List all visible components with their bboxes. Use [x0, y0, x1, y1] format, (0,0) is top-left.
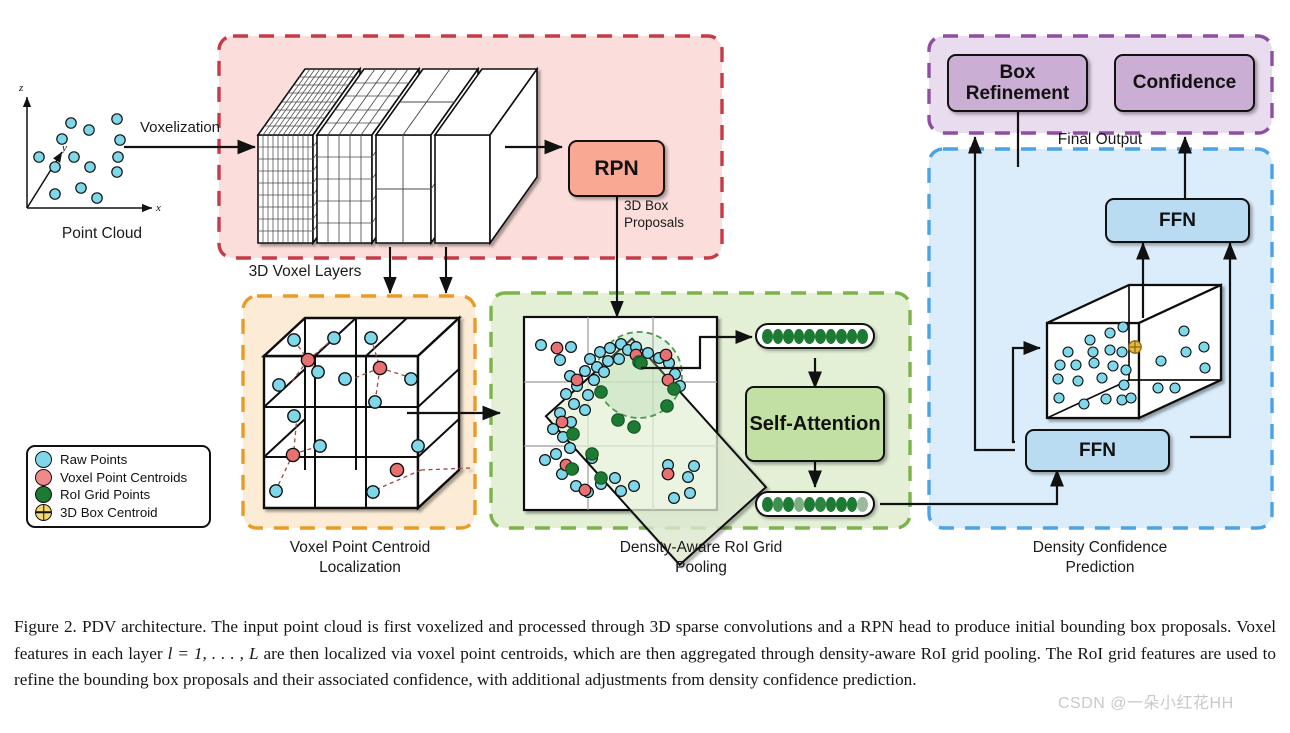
- grid-feature-vector-dot-6: [825, 328, 837, 344]
- arrow-ffn-bottom-left-to-boxrefine: [967, 136, 1015, 452]
- attended-feature-vector-dot-4: [804, 496, 815, 512]
- axis-label-y: y: [62, 142, 67, 154]
- box-proposals-label: 3D Box Proposals: [624, 198, 685, 230]
- caption-math: l = 1, . . . , L: [167, 643, 259, 663]
- legend-label-0: Raw Points: [60, 452, 128, 468]
- attended-feature-vector-dot-0: [762, 496, 773, 512]
- grid-feature-vector-dot-4: [804, 328, 815, 344]
- point-cloud-axes: [22, 96, 153, 213]
- attended-feature-vector-dot-7: [836, 496, 847, 512]
- grid-feature-vector-dot-0: [762, 328, 773, 344]
- caption-body: PDV architecture. The input point cloud …: [14, 617, 1276, 663]
- attended-feature-vector-dot-6: [825, 496, 837, 512]
- attended-feature-vector-dot-5: [814, 496, 826, 512]
- attended-feature-vector-dot-3: [793, 496, 805, 512]
- arrow-ffn-bottom-to-cube: [1011, 340, 1041, 444]
- voxel-centroid-cube: [260, 315, 471, 511]
- caption-prefix: Figure 2.: [14, 617, 77, 636]
- caption-final-output: Final Output: [1057, 131, 1143, 148]
- ffn-top-node[interactable]: FFN: [1105, 198, 1250, 243]
- confidence-label: Confidence: [1132, 72, 1237, 94]
- figure-caption: Figure 2. PDV architecture. The input po…: [14, 614, 1276, 694]
- legend-swatch-1: [35, 468, 52, 486]
- caption-tail: are then localized via voxel point centr…: [14, 643, 1276, 690]
- legend-label-1: Voxel Point Centroids: [60, 469, 188, 485]
- rpn-label: RPN: [594, 156, 639, 180]
- grid-feature-vector: [755, 323, 875, 349]
- attended-feature-vector-dot-2: [783, 496, 794, 512]
- ffn-bottom-label: FFN: [1079, 439, 1116, 461]
- grid-feature-vector-dot-8: [846, 328, 858, 344]
- axis-label-z: z: [19, 82, 24, 94]
- voxelization-label: Voxelization: [139, 119, 221, 136]
- legend-item-2: RoI Grid Points: [35, 486, 202, 504]
- attended-feature-vector-dot-9: [857, 496, 868, 512]
- legend-item-3: 3D Box Centroid: [35, 503, 202, 522]
- box-centroid-marker: [1128, 340, 1142, 354]
- density-cube-points: [1052, 321, 1211, 410]
- roi-grid-panel: [522, 315, 768, 567]
- grid-feature-vector-dot-1: [772, 328, 784, 344]
- caption-roi-grid-pooling: Density-Aware RoI Grid Pooling: [619, 539, 783, 576]
- self-attention-node[interactable]: Self-Attention: [745, 386, 885, 462]
- legend-item-1: Voxel Point Centroids: [35, 468, 202, 487]
- caption-density-confidence: Density Confidence Prediction: [1032, 539, 1168, 576]
- voxel-layer-slabs: [256, 66, 539, 246]
- ffn-top-label: FFN: [1159, 209, 1196, 231]
- point-cloud-label: Point Cloud: [61, 225, 143, 242]
- legend-swatch-3: [35, 503, 52, 521]
- legend-swatch-2: [35, 486, 52, 504]
- axis-label-x: x: [156, 202, 161, 214]
- legend-item-0: Raw Points: [35, 451, 202, 469]
- roi-grid-points: [565, 355, 681, 485]
- grid-feature-vector-dot-9: [857, 328, 868, 344]
- caption-voxel-layers: 3D Voxel Layers: [248, 263, 362, 280]
- arrow-roi-to-vector: [641, 329, 753, 370]
- attended-feature-vector-dot-1: [772, 496, 784, 512]
- grid-feature-vector-dot-7: [836, 328, 847, 344]
- box-refinement-label: Box Refinement: [965, 61, 1070, 104]
- caption-voxel-point-centroid: Voxel Point Centroid Localization: [289, 539, 431, 576]
- density-box-cube: [1045, 283, 1223, 420]
- attended-feature-vector-dot-8: [846, 496, 858, 512]
- box-refinement-node[interactable]: Box Refinement: [947, 54, 1088, 112]
- legend-swatch-0: [35, 451, 52, 469]
- grid-feature-vector-dot-2: [783, 328, 794, 344]
- rpn-node[interactable]: RPN: [568, 140, 665, 197]
- voxel-cube-centroids: [285, 352, 405, 478]
- arrow-vector-to-ffn-bottom: [880, 469, 1065, 506]
- csdn-watermark: CSDN @一朵小红花HH: [1058, 695, 1234, 712]
- legend-label-2: RoI Grid Points: [60, 487, 151, 503]
- arrow-ffn-bottom-right-to-ffn-top: [1190, 242, 1238, 439]
- voxel-cube-raw-points: [269, 331, 425, 499]
- grid-feature-vector-dot-5: [814, 328, 826, 344]
- ffn-bottom-node[interactable]: FFN: [1025, 429, 1170, 472]
- confidence-node[interactable]: Confidence: [1114, 54, 1255, 112]
- self-attention-label: Self-Attention: [749, 412, 881, 435]
- legend-label-3: 3D Box Centroid: [60, 504, 158, 520]
- point-cloud-points: [33, 113, 126, 204]
- grid-feature-vector-dot-3: [793, 328, 805, 344]
- attended-feature-vector: [755, 491, 875, 517]
